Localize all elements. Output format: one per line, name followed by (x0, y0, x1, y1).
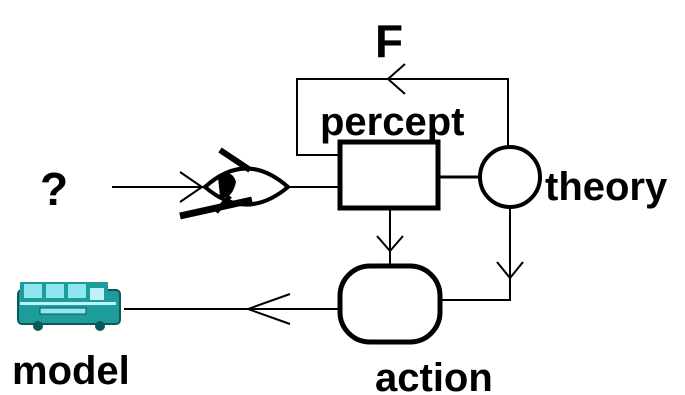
percept-action-arrow (376, 208, 404, 266)
label-model: model (12, 349, 130, 393)
theory-action-arrow (440, 207, 524, 301)
feedback-arrowhead (386, 63, 406, 95)
car-icon (17, 282, 121, 331)
label-percept: percept (320, 100, 465, 144)
label-question: ? (40, 163, 68, 215)
action-model-arrow (124, 293, 340, 325)
label-theory: theory (545, 165, 668, 209)
feedback-loop (296, 63, 509, 156)
label-f: F (375, 15, 403, 67)
input-arrowhead (179, 171, 204, 203)
action-box (337, 263, 443, 345)
label-action: action (375, 356, 493, 395)
eye-icon (179, 147, 292, 220)
percept-box (337, 139, 441, 211)
theory-circle (478, 145, 542, 209)
feedback-loop-outline (296, 78, 509, 156)
